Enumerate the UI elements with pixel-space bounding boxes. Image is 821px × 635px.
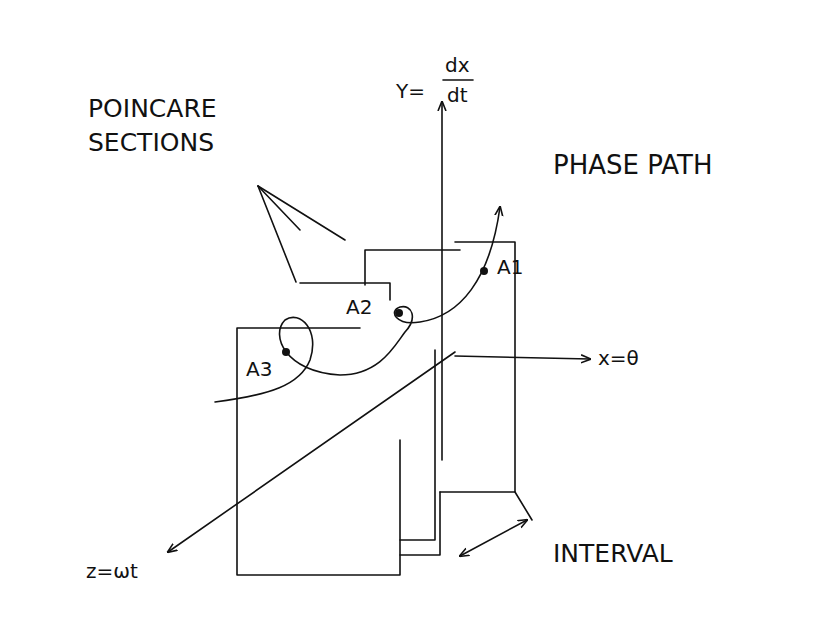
callout-label: POINCARE SECTIONS: [88, 92, 263, 160]
curve-label: PHASE PATH: [553, 148, 712, 183]
poincare-section: [300, 283, 390, 300]
leader-line: [258, 186, 296, 282]
interval-tick: [515, 492, 532, 520]
poincare-section: [365, 250, 460, 285]
fraction-bar: [443, 79, 473, 81]
leader-line: [258, 186, 300, 230]
poincare-section: [400, 492, 440, 555]
interval-arrow: [460, 520, 527, 556]
point-label: A3: [246, 356, 272, 383]
y-axis: [441, 102, 443, 460]
z-axis: [168, 352, 455, 552]
axis-label: z=ωt: [86, 558, 138, 585]
section-point: [395, 309, 403, 317]
point-label: A2: [346, 294, 372, 321]
axis-label: Y=: [396, 78, 425, 105]
axis-label: dt: [447, 82, 468, 109]
x-axis: [455, 356, 590, 359]
section-point: [282, 348, 290, 356]
leader-line: [258, 186, 345, 240]
part-label: INTERVAL: [553, 537, 673, 571]
axis-label: x=θ: [598, 345, 639, 372]
phase-path: [215, 207, 500, 402]
point-label: A1: [497, 254, 523, 281]
axis-label: dx: [445, 52, 470, 79]
section-point: [480, 267, 488, 275]
